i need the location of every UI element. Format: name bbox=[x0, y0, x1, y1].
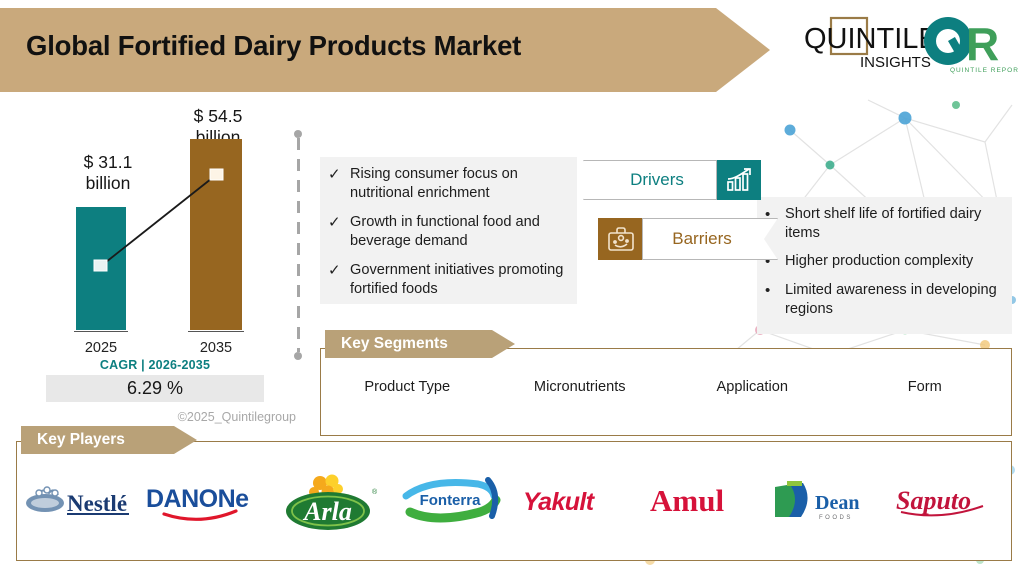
list-item: ✓ Government initiatives promoting forti… bbox=[328, 261, 567, 298]
svg-text:DANONe: DANONe bbox=[146, 485, 249, 513]
segment-item[interactable]: Micronutrients bbox=[533, 379, 626, 395]
growth-chart-icon bbox=[717, 160, 761, 200]
key-segments-row: Product Type Micronutrients Application … bbox=[321, 379, 1011, 395]
player-logo-nestle[interactable]: Nestlé bbox=[17, 465, 141, 537]
svg-text:QUINTILE REPORTS: QUINTILE REPORTS bbox=[950, 67, 1018, 74]
first-aid-kit-icon bbox=[598, 218, 644, 260]
drivers-label: Drivers bbox=[630, 170, 684, 189]
divider-dashes bbox=[297, 138, 300, 352]
logo-qr-mark: R QUINTILE REPORTS bbox=[924, 17, 1018, 74]
barrier-text: Limited awareness in developing regions bbox=[785, 282, 997, 317]
barriers-ribbon: Barriers bbox=[598, 218, 778, 260]
list-item: • Higher production complexity bbox=[765, 252, 1004, 271]
driver-text: Government initiatives promoting fortifi… bbox=[350, 262, 564, 297]
barrier-text: Short shelf life of fortified dairy item… bbox=[785, 206, 982, 241]
nestle-nest-mark bbox=[26, 486, 65, 512]
barriers-list: • Short shelf life of fortified dairy it… bbox=[757, 197, 1012, 334]
svg-text:Dean: Dean bbox=[815, 492, 859, 514]
check-icon: ✓ bbox=[328, 166, 341, 183]
player-logo-dean-foods[interactable]: Dean FOODS bbox=[763, 465, 887, 537]
trend-connector bbox=[93, 168, 224, 272]
logo-word-main: QUINTILE bbox=[804, 23, 938, 55]
brand-logo[interactable]: QUINTILE INSIGHTS R QUINTILE REPORTS bbox=[798, 8, 1018, 82]
svg-text:R: R bbox=[966, 18, 999, 70]
key-players-tab: Key Players bbox=[21, 426, 197, 454]
cagr-label: CAGR | 2026-2035 bbox=[99, 358, 211, 372]
svg-text:Yakult: Yakult bbox=[523, 488, 596, 516]
player-logo-danone[interactable]: DANONe bbox=[141, 465, 265, 537]
axis-label-2035: 2035 bbox=[199, 340, 233, 356]
bullet-icon: • bbox=[765, 282, 771, 299]
divider-dot-top bbox=[294, 130, 302, 138]
list-item: ✓ Rising consumer focus on nutritional e… bbox=[328, 165, 567, 202]
key-players-panel: Nestlé DANONe Arla bbox=[16, 441, 1012, 561]
header-banner: Global Fortified Dairy Products Market bbox=[0, 8, 770, 92]
list-item: • Short shelf life of fortified dairy it… bbox=[765, 205, 1004, 242]
drivers-ribbon-bar: Drivers bbox=[583, 160, 717, 200]
player-logo-fonterra[interactable]: Fonterra bbox=[390, 465, 514, 537]
axis-label-2025: 2025 bbox=[84, 340, 118, 356]
svg-text:Nestlé: Nestlé bbox=[67, 491, 127, 516]
segment-item[interactable]: Product Type bbox=[364, 379, 451, 395]
player-logo-arla[interactable]: Arla ® bbox=[266, 465, 390, 537]
driver-text: Rising consumer focus on nutritional enr… bbox=[350, 166, 518, 201]
svg-text:Fonterra: Fonterra bbox=[419, 492, 481, 509]
axis-rule-2035 bbox=[188, 330, 244, 332]
cagr-value: 6.29 % bbox=[46, 375, 264, 402]
key-segments-panel: Product Type Micronutrients Application … bbox=[320, 348, 1012, 436]
barriers-label: Barriers bbox=[672, 229, 732, 248]
key-players-tab-label: Key Players bbox=[37, 431, 125, 448]
list-item: ✓ Growth in functional food and beverage… bbox=[328, 213, 567, 250]
divider-dot-bottom bbox=[294, 352, 302, 360]
segment-item[interactable]: Application bbox=[716, 379, 788, 395]
svg-text:FOODS: FOODS bbox=[819, 515, 853, 521]
segment-item[interactable]: Form bbox=[907, 379, 942, 395]
bar-value-label-2025: $ 31.1 billion bbox=[83, 152, 133, 193]
svg-text:®: ® bbox=[372, 488, 378, 496]
drivers-ribbon: Drivers bbox=[583, 160, 761, 200]
svg-text:Saputo: Saputo bbox=[896, 486, 971, 515]
svg-text:Amul: Amul bbox=[650, 483, 724, 518]
logo-word-sub: INSIGHTS bbox=[860, 54, 931, 71]
copyright-text: ©2025_Quintilegroup bbox=[177, 410, 296, 424]
barriers-ribbon-bar: Barriers bbox=[642, 218, 778, 260]
player-logo-amul[interactable]: Amul bbox=[638, 465, 762, 537]
key-segments-tab-label: Key Segments bbox=[341, 335, 448, 352]
market-size-bar-chart: $ 31.1 billion $ 54.5 billion 2025 2035 … bbox=[24, 100, 286, 410]
player-logo-saputo[interactable]: Saputo bbox=[887, 465, 1011, 537]
banner-arrow-shape bbox=[0, 8, 770, 92]
check-icon: ✓ bbox=[328, 262, 341, 279]
drivers-list: ✓ Rising consumer focus on nutritional e… bbox=[320, 157, 577, 304]
list-item: • Limited awareness in developing region… bbox=[765, 281, 1004, 318]
vertical-dashed-divider bbox=[293, 130, 303, 360]
logo-square-accent bbox=[829, 16, 869, 56]
check-icon: ✓ bbox=[328, 214, 341, 231]
svg-text:Arla: Arla bbox=[302, 497, 352, 526]
axis-rule-2025 bbox=[74, 330, 128, 332]
driver-text: Growth in functional food and beverage d… bbox=[350, 214, 540, 249]
barrier-text: Higher production complexity bbox=[785, 253, 974, 269]
key-players-row: Nestlé DANONe Arla bbox=[17, 442, 1011, 560]
page-title: Global Fortified Dairy Products Market bbox=[26, 30, 522, 61]
player-logo-yakult[interactable]: Yakult bbox=[514, 465, 638, 537]
key-segments-tab: Key Segments bbox=[325, 330, 515, 358]
